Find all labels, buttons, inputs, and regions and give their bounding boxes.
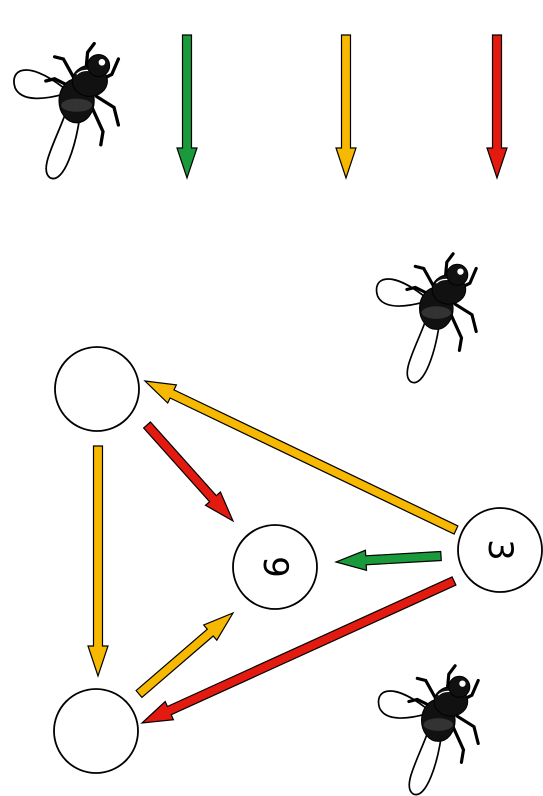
edge-bottom-left-to-center <box>135 611 235 699</box>
node-right: 3 <box>457 507 543 593</box>
node-bottom-left <box>53 688 139 774</box>
node-label: 3 <box>480 539 520 561</box>
node-center: 9 <box>232 524 318 610</box>
node-label: 9 <box>255 556 295 578</box>
edges <box>87 380 459 724</box>
orange-legend-arrow <box>335 34 357 180</box>
fly-icon <box>376 664 480 796</box>
edge-right-to-center <box>334 549 442 572</box>
red-legend-arrow <box>486 34 508 180</box>
legend <box>12 34 508 181</box>
fly-icon <box>374 252 478 385</box>
node-top-left <box>54 346 140 432</box>
edge-top-left-to-center <box>142 421 235 523</box>
edge-top-left-to-bottom-left <box>87 445 109 678</box>
green-legend-arrow <box>176 34 198 180</box>
fly-icon <box>12 41 121 181</box>
edge-right-to-top-left <box>143 380 459 535</box>
edge-right-to-bottom-left <box>140 576 457 724</box>
